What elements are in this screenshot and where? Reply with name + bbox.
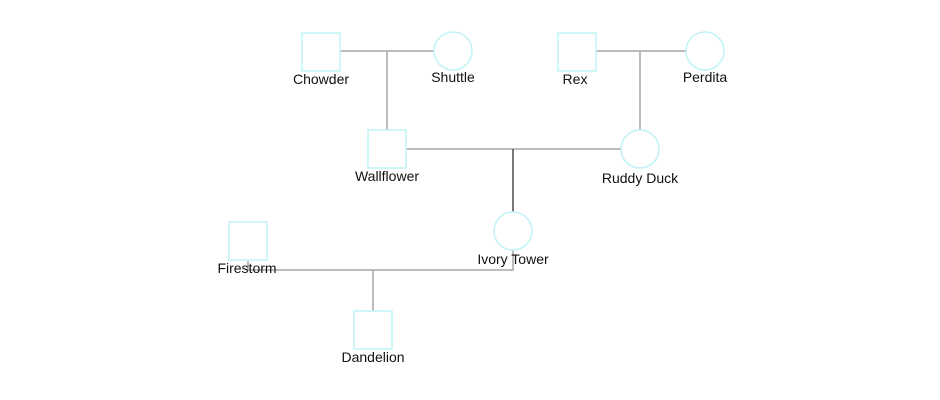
individual-shuttle[interactable]: Shuttle bbox=[431, 31, 475, 85]
individual-name: Rex bbox=[563, 71, 588, 87]
individual-name: Shuttle bbox=[431, 69, 475, 85]
female-symbol bbox=[685, 31, 725, 71]
individual-name: Ivory Tower bbox=[477, 251, 549, 267]
male-symbol bbox=[557, 32, 597, 72]
individual-ruddy-duck[interactable]: Ruddy Duck bbox=[602, 129, 679, 186]
female-symbol bbox=[620, 129, 660, 169]
female-symbol bbox=[433, 31, 473, 71]
female-symbol bbox=[493, 211, 533, 251]
individual-name: Wallflower bbox=[355, 168, 419, 184]
individual-name: Ruddy Duck bbox=[602, 170, 679, 186]
individual-name: Firestorm bbox=[217, 260, 276, 276]
union-line-firestorm-ivory-tower bbox=[248, 250, 514, 271]
individual-name: Chowder bbox=[293, 71, 349, 87]
individual-firestorm[interactable]: Firestorm bbox=[217, 221, 277, 276]
individual-perdita[interactable]: Perdita bbox=[683, 31, 728, 85]
individual-name: Perdita bbox=[683, 69, 728, 85]
male-symbol bbox=[301, 32, 341, 72]
male-symbol bbox=[353, 310, 393, 350]
individual-wallflower[interactable]: Wallflower bbox=[355, 129, 419, 184]
male-symbol bbox=[228, 221, 268, 261]
individual-chowder[interactable]: Chowder bbox=[293, 32, 349, 87]
connectors bbox=[247, 50, 686, 311]
individual-rex[interactable]: Rex bbox=[557, 32, 597, 87]
individual-ivory-tower[interactable]: Ivory Tower bbox=[477, 211, 549, 267]
individual-dandelion[interactable]: Dandelion bbox=[341, 310, 405, 365]
individual-name: Dandelion bbox=[341, 349, 404, 365]
male-symbol bbox=[367, 129, 407, 169]
